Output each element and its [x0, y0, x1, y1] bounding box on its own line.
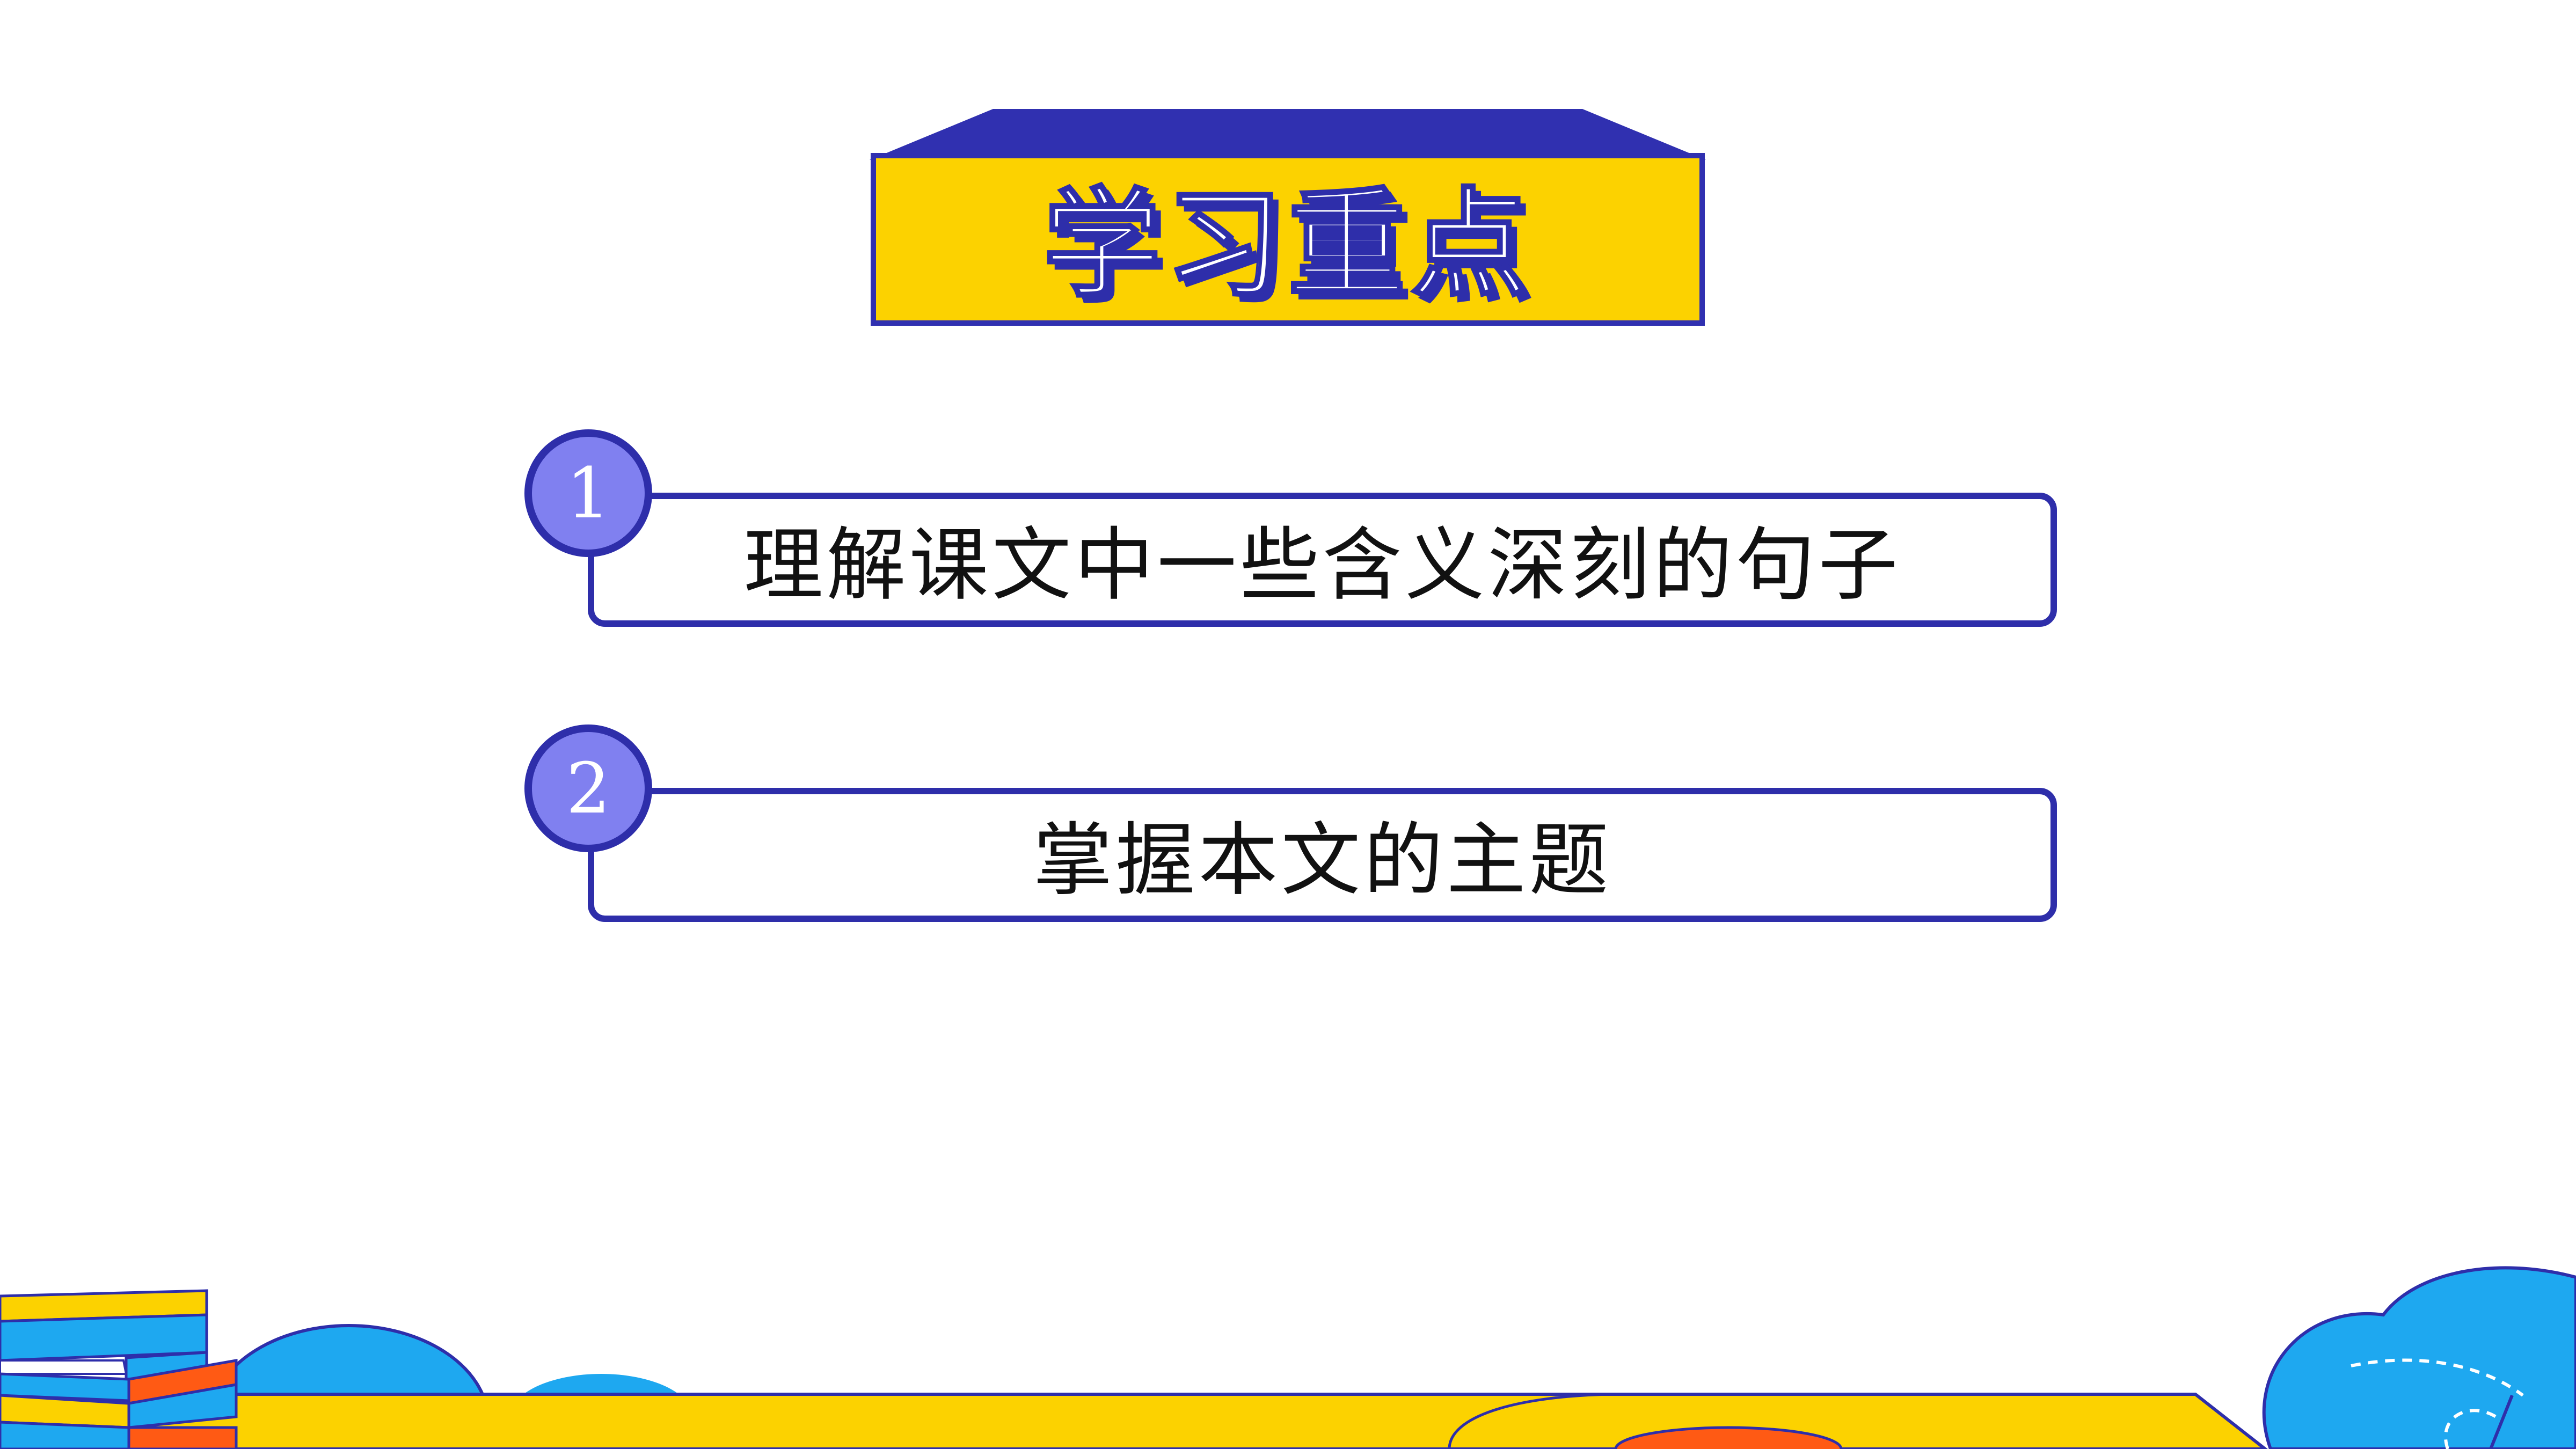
point-card-2: 掌握本文的主题	[588, 788, 2057, 922]
book-stack	[0, 1289, 238, 1449]
number-badge-2: 2	[524, 724, 652, 852]
title-banner: 学习重点	[871, 153, 1705, 326]
point-text-2: 掌握本文的主题	[1033, 814, 1612, 906]
banner-roof	[870, 109, 1706, 160]
number-badge-1: 1	[524, 429, 652, 557]
right-cloud	[2262, 1266, 2576, 1449]
number-label-2: 2	[566, 748, 611, 829]
point-card-1: 理解课文中一些含义深刻的句子	[588, 493, 2057, 627]
number-label-1: 1	[566, 452, 611, 534]
right-cloud-dash	[2351, 1358, 2524, 1397]
orange-plate	[1614, 1426, 1843, 1449]
point-text-1: 理解课文中一些含义深刻的句子	[743, 519, 1901, 611]
right-cloud-swirl	[2444, 1409, 2497, 1449]
table-arc	[1448, 1393, 1611, 1449]
right-cloud-line	[2489, 1394, 2514, 1449]
page-title: 学习重点	[1042, 176, 1533, 313]
table-top	[105, 1393, 2268, 1449]
